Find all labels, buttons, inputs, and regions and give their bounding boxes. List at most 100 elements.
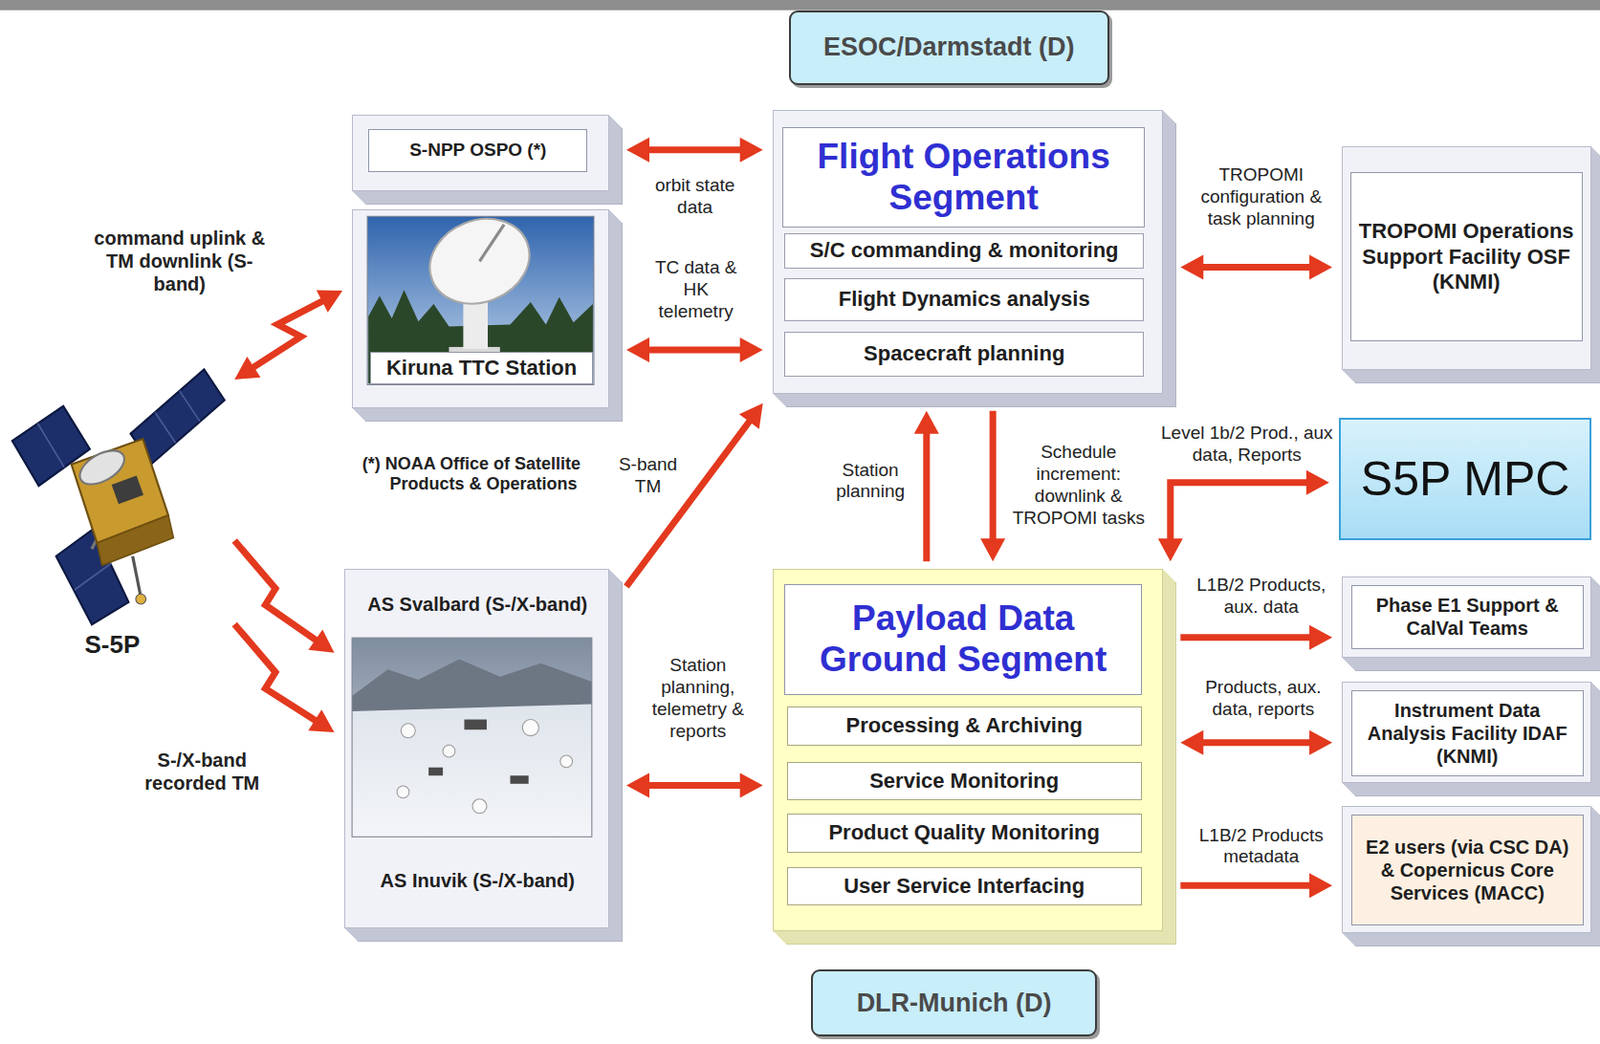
function-box: User Service Interfacing: [787, 867, 1142, 907]
edge-label-box: Station planning, telemetry & reports: [638, 655, 757, 743]
antenna: [135, 593, 147, 605]
antenna-dish: [416, 204, 543, 319]
connector-arrow: [1158, 470, 1330, 563]
box-label: Flight Dynamics analysis: [790, 286, 1138, 312]
box-label: S-5P: [66, 630, 158, 660]
edge-label: L1B/2 Products, aux. data: [1186, 574, 1336, 619]
box-label: S5P MPC: [1346, 450, 1585, 508]
label-panel: Flight Operations Segment: [782, 127, 1145, 228]
arrow-head: [626, 337, 650, 363]
connector-line: [234, 624, 320, 724]
edge-label-box: Schedule increment: downlink & TROPOMI t…: [1007, 441, 1150, 529]
arrow-head: [1309, 730, 1333, 756]
box-label: E2 users (via CSC DA) & Copernicus Core …: [1358, 835, 1578, 905]
box-label: Product Quality Monitoring: [793, 820, 1136, 846]
arrow-head: [914, 411, 940, 435]
building: [428, 767, 443, 777]
arrow-head: [234, 356, 261, 380]
edge-label: Station planning, telemetry & reports: [638, 655, 757, 743]
box-label: Phase E1 Support & CalVal Teams: [1358, 593, 1578, 640]
connector-line: [643, 782, 746, 790]
edge-label-box: S-/X-band recorded TM: [125, 748, 279, 795]
edge-label-box: S-band TM: [612, 454, 684, 499]
connector-arrow: [234, 290, 343, 380]
connector-line: [643, 146, 746, 154]
arrow-head: [1180, 255, 1204, 281]
edge-label: TROPOMI configuration & task planning: [1186, 164, 1336, 230]
panel-grid: [179, 391, 200, 422]
connector-line: [1197, 263, 1316, 271]
arrow-head: [1309, 873, 1333, 899]
arrow-head: [980, 538, 1006, 562]
text-area: ESOC/Darmstadt (D): [790, 12, 1108, 84]
box-label: AS Svalbard (S-/X-band): [356, 592, 599, 616]
box-label: TROPOMI Operations Support Facility OSF …: [1357, 219, 1577, 295]
station-box: AS Svalbard (S-/X-band) AS Inuvik (S-/X-b…: [344, 569, 610, 929]
connector-arrow: [626, 773, 764, 799]
connector-line: [1180, 634, 1316, 641]
arrow-head: [1309, 255, 1333, 281]
edge-label: Station planning: [827, 460, 915, 505]
box-label: S-NPP OSPO (*): [374, 139, 581, 162]
connector-arrow: [914, 411, 940, 563]
text-area: S-5P: [61, 624, 164, 666]
label-panel: S-NPP OSPO (*): [368, 129, 588, 173]
arrow-head: [739, 403, 764, 430]
segment-box: Flight Operations SegmentS/C commanding …: [772, 109, 1164, 395]
text-area: AS Inuvik (S-/X-band): [350, 853, 605, 910]
function-box: Flight Dynamics analysis: [784, 278, 1144, 322]
connector-line: [643, 346, 746, 353]
arrow-head: [1158, 538, 1184, 562]
radome: [396, 786, 410, 799]
box-label: ESOC/Darmstadt (D): [796, 31, 1102, 63]
connector-line: [248, 298, 328, 371]
box-label: Service Monitoring: [793, 768, 1136, 794]
function-box: Product Quality Monitoring: [787, 813, 1142, 854]
user-box: Phase E1 Support & CalVal Teams: [1341, 576, 1592, 658]
function-box: Service Monitoring: [787, 762, 1142, 802]
snow-field: [351, 704, 592, 838]
edge-label: S-band TM: [612, 454, 684, 499]
user-box: E2 users (via CSC DA) & Copernicus Core …: [1341, 806, 1592, 934]
arrow-head: [307, 629, 334, 653]
arrow-head: [1306, 470, 1330, 496]
edge-label-box: Level 1b/2 Prod., aux data, Reports: [1160, 422, 1334, 467]
panel-face: [344, 569, 610, 930]
text-area: Flight Dynamics analysis: [785, 279, 1143, 321]
arrow-head: [307, 709, 334, 733]
connector-line: [234, 540, 321, 643]
antenna-feed: [479, 224, 505, 262]
text-area: Service Monitoring: [788, 763, 1141, 801]
footnote: (*) NOAA Office of Satellite Products & …: [362, 454, 582, 496]
edge-label-box: TROPOMI configuration & task planning: [1186, 164, 1336, 230]
connector-line: [1170, 482, 1313, 546]
connector-line: [1180, 882, 1316, 890]
edge-label: command uplink & TM downlink (S-band): [85, 226, 274, 296]
connector-arrow: [626, 337, 764, 363]
text-area: DLR-Munich (D): [812, 971, 1096, 1035]
text-area: Processing & Archiving: [788, 707, 1141, 746]
text-area: S/C commanding & monitoring: [785, 234, 1143, 267]
connector-arrow: [234, 540, 334, 653]
text-area: Spacecraft planning: [785, 332, 1143, 376]
building: [509, 775, 528, 785]
top-bar: [0, 0, 1600, 11]
panel-grid: [37, 423, 65, 468]
box-label: Instrument Data Analysis Facility IDAF (…: [1358, 699, 1578, 768]
connector-arrow: [1180, 625, 1333, 651]
arrow-head: [740, 337, 764, 363]
box-label: User Service Interfacing: [793, 874, 1136, 899]
site-box: DLR-Munich (D): [810, 969, 1097, 1037]
label-panel: E2 users (via CSC DA) & Copernicus Core …: [1351, 814, 1584, 925]
building: [463, 720, 486, 731]
antenna: [132, 556, 142, 598]
label-panel: TROPOMI Operations Support Facility OSF …: [1350, 172, 1583, 342]
label-panel: Payload Data Ground Segment: [784, 584, 1141, 695]
label-panel: Instrument Data Analysis Facility IDAF (…: [1351, 690, 1584, 777]
connector-arrow: [980, 411, 1006, 563]
box-label: Payload Data Ground Segment: [790, 598, 1135, 680]
edge-label: Products, aux. data, reports: [1194, 677, 1333, 722]
text-area: Product Quality Monitoring: [788, 814, 1141, 853]
box-label: DLR-Munich (D): [818, 987, 1090, 1019]
